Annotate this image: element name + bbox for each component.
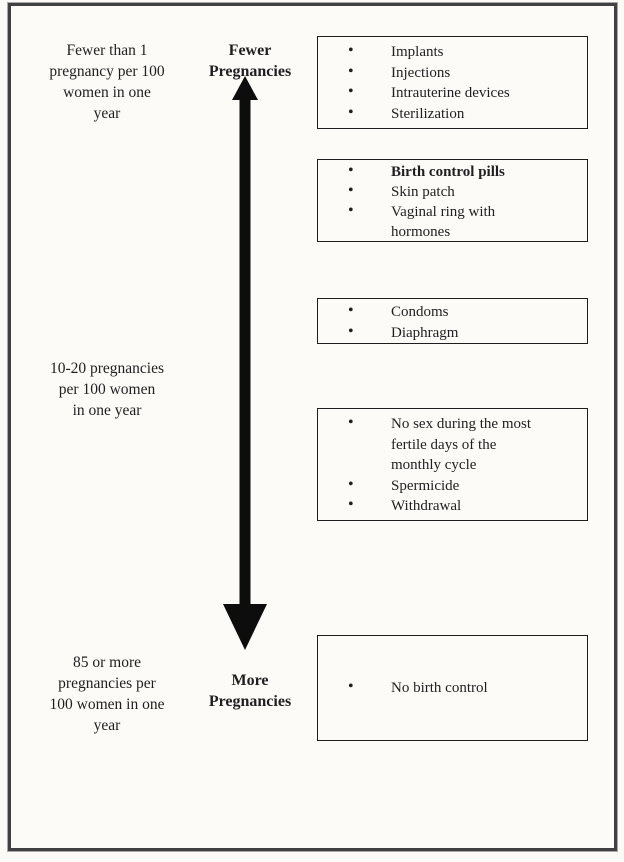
item-text: Withdrawal bbox=[391, 498, 462, 514]
method-list: • Condoms • Diaphragm bbox=[318, 302, 587, 343]
bullet-icon: • bbox=[348, 677, 354, 695]
list-item: • Injections bbox=[318, 63, 587, 84]
bullet-icon: • bbox=[348, 62, 354, 80]
item-text: Vaginal ring with hormones bbox=[391, 204, 496, 240]
method-list: • No sex during the most fertile days of … bbox=[318, 414, 587, 517]
method-list: • Birth control pills • Skin patch • Vagina… bbox=[318, 162, 587, 242]
list-item: • Condoms bbox=[318, 302, 587, 323]
axis-label-more-pregnancies: More Pregnancies bbox=[208, 672, 292, 710]
item-text: Implants bbox=[391, 44, 444, 60]
rate-label-fewer-than-1: Fewer than 1 pregnancy per 100 women in … bbox=[49, 42, 165, 122]
method-box-hormonal: • Birth control pills • Skin patch • Vagina… bbox=[317, 159, 588, 242]
item-text: Injections bbox=[391, 64, 451, 81]
bullet-icon: • bbox=[348, 83, 354, 100]
list-item: • Sterilization bbox=[318, 104, 587, 125]
axis-label-fewer-pregnancies: Fewer Pregnancies bbox=[208, 42, 292, 80]
bullet-icon: • bbox=[348, 302, 354, 319]
bullet-icon: • bbox=[348, 162, 354, 179]
bullet-icon: • bbox=[348, 103, 354, 121]
bullet-icon: • bbox=[348, 322, 354, 340]
bullet-icon: • bbox=[348, 202, 354, 219]
list-item: • Skin patch bbox=[318, 182, 587, 202]
item-text: Spermicide bbox=[391, 477, 460, 494]
list-item: • No birth control bbox=[318, 678, 587, 699]
item-text: Sterilization bbox=[391, 105, 465, 122]
method-box-barrier: • Condoms • Diaphragm bbox=[317, 298, 588, 344]
list-item: • Intrauterine devices bbox=[318, 83, 587, 104]
item-text: Diaphragm bbox=[391, 324, 459, 341]
list-item: • Spermicide bbox=[318, 476, 587, 497]
method-box-most-effective: • Implants • Injections • Intrauterine devi… bbox=[317, 36, 588, 129]
item-text: No birth control bbox=[391, 679, 488, 696]
list-item: • Implants bbox=[318, 42, 587, 63]
bullet-icon: • bbox=[348, 414, 354, 431]
item-text: Birth control pills bbox=[391, 164, 505, 180]
list-item: • Withdrawal bbox=[318, 496, 587, 517]
method-list: • Implants • Injections • Intrauterine devi… bbox=[318, 42, 587, 124]
page-border-frame bbox=[7, 2, 618, 852]
bullet-icon: • bbox=[348, 475, 354, 493]
method-box-behavioral: • No sex during the most fertile days of … bbox=[317, 408, 588, 521]
method-list: • No birth control bbox=[318, 678, 587, 699]
item-text: Intrauterine devices bbox=[391, 85, 510, 101]
rate-label-10-20: 10-20 pregnancies per 100 women in one y… bbox=[49, 360, 165, 419]
rate-label-85-or-more: 85 or more pregnancies per 100 women in … bbox=[49, 654, 165, 734]
list-item: • Vaginal ring with hormones bbox=[318, 202, 587, 242]
list-item: • No sex during the most fertile days of … bbox=[318, 414, 587, 476]
list-item: • Diaphragm bbox=[318, 323, 587, 344]
method-box-none: • No birth control bbox=[317, 635, 588, 741]
bullet-icon: • bbox=[348, 42, 354, 59]
bullet-icon: • bbox=[348, 182, 354, 199]
bullet-icon: • bbox=[348, 496, 354, 513]
list-item: • Birth control pills bbox=[318, 162, 587, 182]
item-text: Skin patch bbox=[391, 184, 455, 200]
item-text: Condoms bbox=[391, 304, 449, 320]
effectiveness-arrow-icon bbox=[223, 76, 267, 650]
item-text: No sex during the most fertile days of t… bbox=[391, 416, 531, 473]
